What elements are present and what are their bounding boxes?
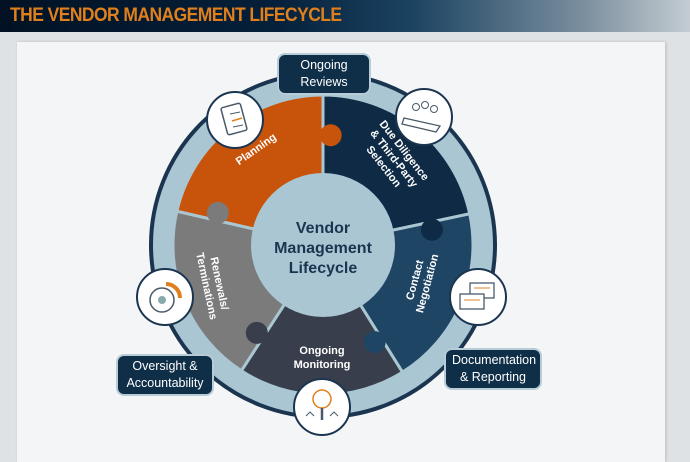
- header-bar: THE VENDOR MANAGEMENT LIFECYCLE: [0, 0, 690, 32]
- badge-ongoing-reviews: Ongoing Reviews: [277, 53, 371, 95]
- badge-oversight-accountability: Oversight & Accountability: [116, 354, 214, 396]
- puzzle-tab-planning: [319, 124, 342, 147]
- center-line-3: Lifecycle: [289, 260, 358, 277]
- puzzle-tab-contact-negotiation: [363, 331, 386, 354]
- center-line-1: Vendor: [296, 220, 350, 237]
- badge-documentation-reporting: Documentation & Reporting: [444, 348, 542, 390]
- magnifier-chart-icon: [293, 378, 351, 436]
- badge-line: Oversight &: [132, 359, 198, 373]
- segment-label-monitoring-1: Ongoing: [299, 345, 344, 357]
- badge-line: Documentation: [452, 353, 537, 367]
- chat-bubbles-icon: [449, 268, 507, 326]
- clipboard-checklist-icon: [206, 91, 264, 149]
- meeting-people-icon: [395, 88, 453, 146]
- puzzle-tab-renewals-terminations: [206, 201, 229, 224]
- badge-line: Accountability: [126, 376, 204, 390]
- center-circle: [251, 173, 395, 317]
- center-line-2: Management: [274, 240, 372, 257]
- pie-chart-icon: [136, 268, 194, 326]
- badge-line: & Reporting: [459, 370, 526, 384]
- puzzle-tab-ongoing-monitoring: [245, 321, 268, 344]
- badge-line: Ongoing: [300, 58, 348, 72]
- puzzle-tab-due-diligence: [420, 218, 443, 241]
- page-title: THE VENDOR MANAGEMENT LIFECYCLE: [10, 5, 342, 26]
- badge-line: Reviews: [300, 75, 348, 89]
- segment-label-monitoring-2: Monitoring: [294, 359, 351, 371]
